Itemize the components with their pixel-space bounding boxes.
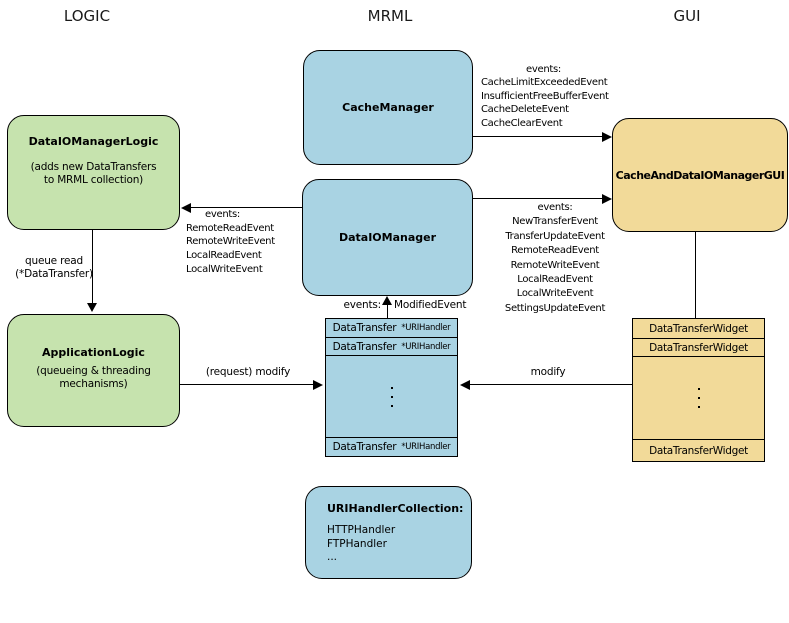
request-modify-label: (request) modify <box>205 366 291 378</box>
box-title: DataIOManagerLogic <box>28 135 159 148</box>
column-header-gui: GUI <box>673 7 701 25</box>
box-title: ApplicationLogic <box>42 346 145 359</box>
arrow-cache-to-gui-head <box>602 132 612 142</box>
box-application-logic: ApplicationLogic (queueing & threading m… <box>7 314 180 427</box>
box-uri-handler-collection: URIHandlerCollection: HTTPHandler FTPHan… <box>305 486 472 579</box>
list-item: FTPHandler <box>327 537 387 550</box>
events-label-cache-to-gui: events: CacheLimitExceededEvent Insuffic… <box>481 64 609 129</box>
column-header-logic: LOGIC <box>63 7 111 25</box>
ellipsis-dots <box>697 388 700 408</box>
connector-gui-to-widgets <box>695 232 696 318</box>
table-data-transfer-collection: DataTransfer *URIHandler DataTransfer *U… <box>325 318 458 457</box>
table-data-transfer-widgets: DataTransferWidget DataTransferWidget Da… <box>632 318 765 462</box>
arrow-request-modify-line <box>180 384 314 385</box>
table-row-ellipsis <box>632 356 765 440</box>
box-title: CacheManager <box>342 101 434 114</box>
box-cache-and-data-io-manager-gui: CacheAndDataIOManagerGUI <box>612 118 788 232</box>
arrow-modified-event-head <box>382 296 392 305</box>
table-row: DataTransferWidget <box>632 318 765 339</box>
arrow-dio-to-gui-head <box>602 194 612 204</box>
events-label-dio-to-gui: events: NewTransferEvent TransferUpdateE… <box>504 202 606 314</box>
arrow-dio-to-gui-line <box>473 198 604 199</box>
arrow-queue-read-line <box>92 230 93 304</box>
table-row: DataTransfer *URIHandler <box>325 337 458 356</box>
arrow-dio-to-logic-line <box>190 207 302 208</box>
table-row: DataTransfer *URIHandler <box>325 437 458 457</box>
queue-read-label: queue read (*DataTransfer) <box>15 255 93 280</box>
box-data-io-manager: DataIOManager <box>302 179 473 296</box>
modify-label: modify <box>530 366 566 378</box>
table-row: DataTransfer *URIHandler <box>325 318 458 338</box>
arrow-request-modify-head <box>313 380 323 390</box>
box-description: (adds new DataTransfers to MRML collecti… <box>30 161 157 186</box>
ellipsis-dots <box>390 386 393 407</box>
arrow-queue-read-head <box>87 303 97 312</box>
column-header-mrml: MRML <box>367 7 413 25</box>
uri-handler-list: HTTPHandler FTPHandler ... <box>306 524 471 565</box>
box-title: DataIOManager <box>338 231 437 244</box>
table-row: DataTransferWidget <box>632 338 765 357</box>
list-item: HTTPHandler <box>327 524 396 536</box>
arrow-cache-to-gui-line <box>473 136 604 137</box>
modified-event-prefix: events: <box>343 299 381 311</box>
events-label-dio-to-logic: events: RemoteReadEvent RemoteWriteEvent… <box>186 209 275 275</box>
table-row-ellipsis <box>325 355 458 438</box>
box-description: (queueing & threading mechanisms) <box>36 365 151 390</box>
box-title: URIHandlerCollection: <box>327 502 464 515</box>
box-data-io-manager-logic: DataIOManagerLogic (adds new DataTransfe… <box>7 115 180 230</box>
box-title: CacheAndDataIOManagerGUI <box>615 168 785 182</box>
table-row: DataTransferWidget <box>632 439 765 462</box>
arrow-modify-line <box>469 384 632 385</box>
list-item: ... <box>327 551 338 563</box>
arrow-dio-to-logic-head <box>181 203 191 213</box>
arrow-modify-head <box>460 380 470 390</box>
box-cache-manager: CacheManager <box>303 50 473 165</box>
arrow-modified-event-line <box>387 304 388 318</box>
modified-event-name: ModifiedEvent <box>394 299 467 311</box>
